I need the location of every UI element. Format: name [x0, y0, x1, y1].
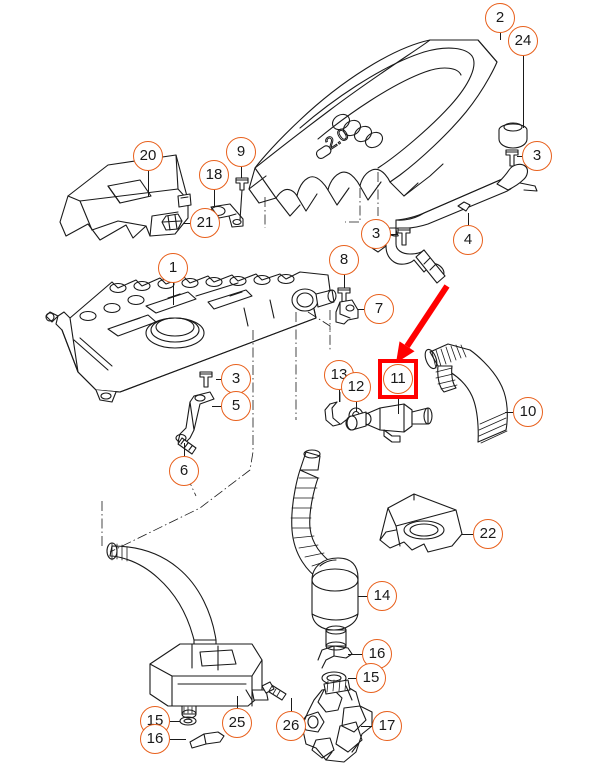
callout-part-3[interactable]: 3 [221, 364, 251, 394]
leader-line-9 [241, 167, 243, 178]
part-25-oil-separator [149, 643, 269, 719]
callout-part-22[interactable]: 22 [473, 519, 503, 549]
part-11-check-valve [345, 403, 433, 443]
callout-part-1[interactable]: 1 [158, 253, 188, 283]
part-10-air-hose [424, 343, 508, 444]
leader-line-3 [391, 234, 398, 236]
part-1-cylinder-head-cover [45, 271, 337, 403]
leader-line-2 [500, 33, 502, 40]
part-5-dipstick-tube [175, 391, 215, 445]
callout-part-17[interactable]: 17 [372, 711, 402, 741]
callout-part-15[interactable]: 15 [356, 663, 386, 693]
leader-line-4 [468, 213, 470, 225]
part-13-retaining-clip [324, 401, 347, 427]
leader-line-15 [348, 678, 356, 680]
callout-part-25[interactable]: 25 [222, 708, 252, 738]
leader-line-18 [214, 190, 216, 207]
part-20-insulation-cover [59, 154, 192, 241]
part-21-expanding-rivet [161, 213, 183, 231]
part-3-bolt-right [505, 149, 519, 167]
leader-line-21 [183, 223, 190, 225]
leader-line-1 [173, 283, 175, 305]
leader-line-8 [344, 275, 346, 288]
callout-part-11[interactable]: 11 [383, 364, 413, 394]
leader-line-12 [356, 402, 358, 412]
callout-part-5[interactable]: 5 [221, 391, 251, 421]
callout-part-12[interactable]: 12 [341, 372, 371, 402]
part-3-bolt-pipe [397, 227, 411, 246]
callout-part-8[interactable]: 8 [329, 245, 359, 275]
callout-part-2[interactable]: 2 [485, 3, 515, 33]
callout-part-26[interactable]: 26 [276, 711, 306, 741]
part-17-pump-housing [301, 679, 373, 763]
callout-part-21[interactable]: 21 [190, 208, 220, 238]
callout-part-24[interactable]: 24 [508, 26, 538, 56]
callout-part-7[interactable]: 7 [364, 294, 394, 324]
part-16-clip-left [189, 731, 225, 749]
callout-part-9[interactable]: 9 [226, 137, 256, 167]
leader-line-16 [170, 739, 186, 741]
part-4-vent-pipe-assembly [371, 163, 538, 284]
callout-part-14[interactable]: 14 [367, 581, 397, 611]
leader-line-3 [517, 156, 522, 158]
callout-part-3[interactable]: 3 [361, 219, 391, 249]
leader-line-25 [237, 696, 239, 708]
part-9-long-bolt [235, 177, 249, 221]
callout-part-6[interactable]: 6 [169, 456, 199, 486]
callout-part-18[interactable]: 18 [199, 160, 229, 190]
leader-line-17 [361, 726, 372, 728]
leader-line-26 [291, 698, 293, 711]
leader-line-10 [505, 412, 513, 414]
part-26-bolt [261, 681, 287, 701]
callout-part-3[interactable]: 3 [522, 141, 552, 171]
callout-part-20[interactable]: 20 [133, 141, 163, 171]
leader-line-24 [523, 56, 525, 128]
leader-line-14 [358, 596, 367, 598]
part-16-clip-right [317, 645, 353, 669]
leader-line-20 [148, 171, 150, 196]
leader-line-6 [184, 443, 186, 456]
part-22-heat-shield [379, 493, 463, 553]
part-2-engine-cover: 2.0 [248, 39, 498, 217]
part-14-cyclone-separator [311, 557, 359, 651]
leader-line-22 [462, 534, 473, 536]
part-24-grommet [498, 122, 528, 149]
leader-line-11 [398, 399, 400, 414]
part-6-bolt [177, 437, 197, 455]
callout-part-16[interactable]: 16 [140, 724, 170, 754]
part-15-seal-left [179, 716, 197, 726]
callout-part-10[interactable]: 10 [513, 397, 543, 427]
leader-line-7 [358, 309, 364, 311]
leader-line-15 [170, 721, 180, 723]
hose-to-oil-separator [290, 449, 337, 581]
leader-line-16 [348, 654, 362, 656]
leader-line-13 [339, 390, 341, 402]
part-7-bracket [335, 299, 359, 325]
callout-part-4[interactable]: 4 [453, 225, 483, 255]
part-3-bolt-dipstick [199, 371, 213, 388]
leader-line-5 [212, 406, 221, 408]
leader-line-3 [216, 379, 221, 381]
